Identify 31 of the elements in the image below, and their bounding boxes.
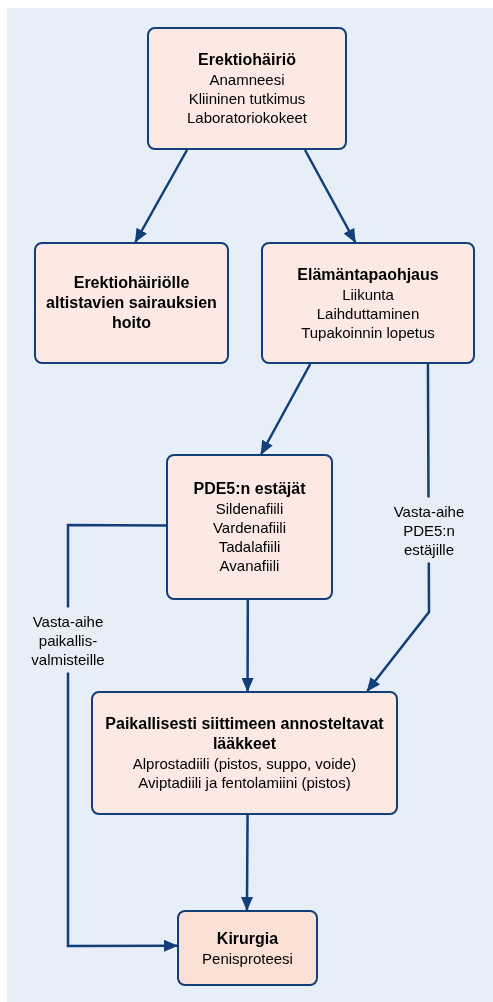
process-box (147, 27, 347, 150)
process-box (166, 454, 333, 600)
box-heading: Erektiohäiriö (198, 50, 296, 70)
process-box (261, 242, 475, 364)
box-text: Liikunta (342, 284, 394, 304)
box-text: Vardenafiili (212, 518, 287, 537)
box-text: Avanafiili (219, 556, 280, 575)
arrow (241, 815, 253, 911)
process-box (177, 910, 318, 986)
box-heading: Erektiohäiriölle altistavien sairauksien hoito (45, 273, 218, 333)
box-text: Laihduttaminen (316, 303, 420, 323)
box-text: Sildenafiili (215, 499, 284, 518)
process-box (34, 242, 229, 364)
box-heading: Elämäntapaohjaus (297, 264, 439, 285)
box-text: Aviptadiili ja fentolamiini (pistos) (138, 773, 351, 792)
process-box (91, 691, 398, 815)
box-text: Anamneesi (209, 70, 285, 89)
arrow (66, 523, 178, 952)
box-heading: Kirurgia (216, 928, 279, 949)
box-text: Alprostadiili (pistos, suppo, voide) (132, 754, 357, 773)
box-text: Laboratoriokokeet (186, 108, 308, 127)
box-text: Penisproteesi (202, 948, 293, 968)
box-text: Kliininen tutkimus (188, 89, 306, 108)
arrow (303, 149, 357, 243)
box-heading: Paikallisesti siittimeen annosteltavat lääkkeet (104, 714, 385, 754)
box-text: Tadalafiili (218, 537, 281, 556)
arrow (134, 149, 189, 243)
arrow (241, 600, 254, 692)
arrow (260, 363, 312, 455)
box-text: Tupakoinnin lopetus (301, 322, 435, 342)
box-heading: PDE5:n estäjät (193, 479, 306, 499)
